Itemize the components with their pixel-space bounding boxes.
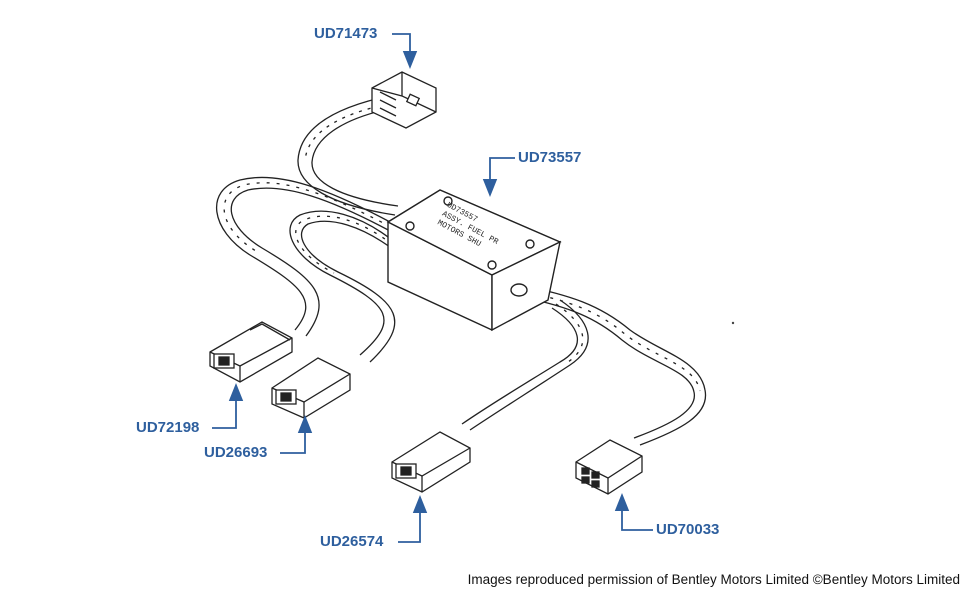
connector-ud26693 <box>271 357 351 419</box>
label-ud73557: UD73557 <box>518 149 582 166</box>
label-ud70033: UD70033 <box>656 521 720 538</box>
leader-lines <box>212 33 653 543</box>
leader-ud72198 <box>212 383 244 429</box>
cable-to-top-connector <box>297 97 399 216</box>
cable-from-module-right <box>461 284 707 446</box>
connector-ud72198 <box>209 321 293 383</box>
leader-ud26693 <box>280 415 313 454</box>
stray-mark <box>731 321 735 325</box>
label-ud26574: UD26574 <box>320 533 384 550</box>
connector-ud26574 <box>391 431 471 493</box>
label-ud71473: UD71473 <box>314 25 378 42</box>
label-ud72198: UD72198 <box>136 419 200 436</box>
connector-ud70033 <box>575 439 643 495</box>
module-ud73557: UD73557 ASSY. FUEL PR MOTORS SHU <box>386 189 562 332</box>
cable-to-left-connector-b <box>289 210 396 363</box>
leader-ud73557 <box>482 157 515 197</box>
connector-ud71473 <box>371 71 437 129</box>
copyright-credit: Images reproduced permission of Bentley … <box>467 572 960 587</box>
leader-ud71473 <box>392 33 418 69</box>
label-ud26693: UD26693 <box>204 444 268 461</box>
leader-ud26574 <box>398 495 428 543</box>
leader-ud70033 <box>614 493 653 531</box>
cable-to-left-connector-a <box>216 176 393 337</box>
